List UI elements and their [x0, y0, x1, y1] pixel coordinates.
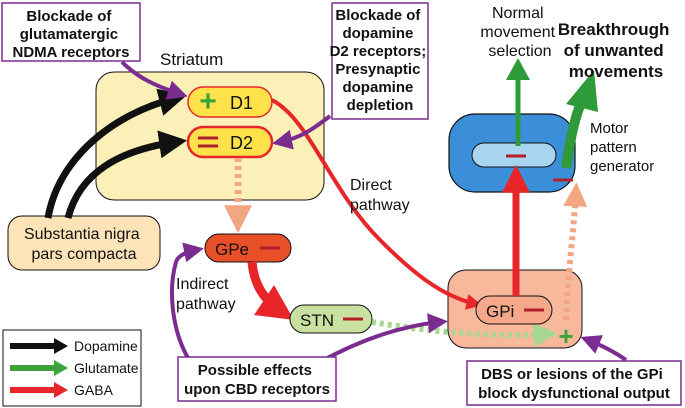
- gpi-plus-sign: +: [558, 321, 573, 351]
- d2-node: [186, 125, 274, 159]
- breakthrough-arrowhead: [566, 70, 598, 112]
- normal-movement-label: Normal movement selection: [480, 5, 559, 60]
- indirect-pathway-label: Indirect pathway: [176, 276, 236, 313]
- cbd-callout-text: Possible effects upon CBD receptors: [184, 362, 330, 398]
- nmda-callout-arrow: [120, 60, 188, 100]
- gpe-to-stn-arrow: [247, 261, 294, 320]
- direct-pathway-label: Direct pathway: [350, 177, 410, 214]
- cbd-to-gpi-arrow: [319, 313, 448, 364]
- normal-movement-arrowhead: [506, 58, 530, 80]
- motor-pattern-generator-label: Motor pattern generator: [590, 120, 654, 175]
- gpe-node: [204, 233, 292, 263]
- legend-arrowhead-glutamate: [54, 360, 68, 376]
- nmda-callout: [1, 2, 141, 62]
- d2-callout: [331, 2, 429, 120]
- gpe-label: GPe: [215, 240, 249, 259]
- legend-arrowhead-gaba: [54, 382, 68, 398]
- legend-label-gaba: GABA: [74, 382, 114, 398]
- substantia-nigra-box: [7, 215, 161, 271]
- stn-node: [289, 304, 373, 334]
- substantia-nigra-label: Substantia nigra pars compacta: [24, 226, 144, 263]
- cbd-callout: [177, 356, 337, 402]
- legend-item-dopamine: Dopamine: [10, 338, 138, 354]
- dbs-callout: [466, 360, 682, 406]
- legend-item-gaba: GABA: [10, 382, 114, 398]
- gpi-to-mpg-dashed-arrow: [563, 182, 588, 321]
- striatum-label: Striatum: [160, 50, 223, 69]
- d1-label: D1: [230, 93, 253, 113]
- legend-arrowhead-dopamine: [54, 338, 68, 354]
- legend-label-dopamine: Dopamine: [74, 338, 138, 354]
- d1-plus-sign: +: [199, 85, 217, 118]
- legend-item-glutamate: Glutamate: [10, 360, 139, 376]
- breakthrough-label: Breakthrough of unwanted movements: [558, 20, 674, 81]
- nmda-callout-text: Blockade of glutamatergic NDMA receptors: [13, 8, 130, 61]
- direct-pathway-arrow: [271, 98, 483, 310]
- d2-label: D2: [230, 133, 253, 153]
- dbs-callout-arrow: [580, 335, 628, 362]
- d2-callout-text: Blockade of dopamine D2 receptors; Presy…: [330, 7, 431, 114]
- stn-label: STN: [300, 311, 334, 330]
- cbd-to-gpe-arrow: [170, 242, 204, 359]
- d2-callout-arrow: [272, 114, 332, 150]
- gpi-label: GPi: [486, 302, 514, 321]
- dopamine-arrow-1: [44, 88, 187, 219]
- legend-label-glutamate: Glutamate: [74, 360, 139, 376]
- dopamine-arrow-2: [64, 130, 188, 219]
- dbs-callout-text: DBS or lesions of the GPi block dysfunct…: [478, 366, 670, 402]
